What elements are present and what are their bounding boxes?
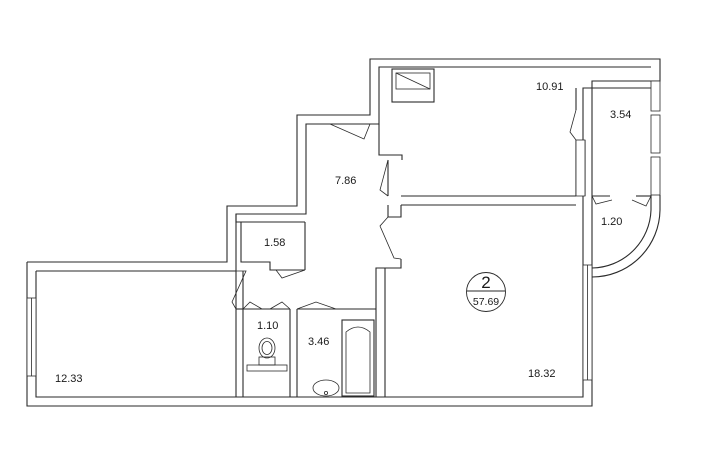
room-area-wc: 1.10 xyxy=(257,320,278,332)
room-area-living-left: 12.33 xyxy=(55,373,83,385)
kitchen-stove-top xyxy=(395,72,431,90)
room-area-loggia: 3.54 xyxy=(610,109,631,121)
toilet-icon xyxy=(246,337,288,372)
doors xyxy=(231,109,652,310)
room-area-balcony: 1.20 xyxy=(601,216,622,228)
balcony-bay xyxy=(591,195,661,278)
window-kitchen-loggia xyxy=(575,139,586,197)
outer-walls xyxy=(26,58,661,407)
room-area-corridor: 7.86 xyxy=(335,175,356,187)
room-area-storage: 1.58 xyxy=(264,237,285,249)
windows xyxy=(26,80,661,381)
apartment-badge: 2 57.69 xyxy=(466,272,506,312)
room-labels: 10.91 3.54 7.86 1.20 1.58 1.10 3.46 12.3… xyxy=(55,81,631,385)
sink xyxy=(312,379,340,397)
apartment-total-area: 57.69 xyxy=(473,296,499,308)
apartment-rooms-count: 2 xyxy=(481,273,490,292)
bathtub xyxy=(341,319,375,397)
window-loggia-1 xyxy=(650,80,661,112)
room-area-bathroom: 3.46 xyxy=(308,336,329,348)
fixtures xyxy=(246,68,435,397)
window-loggia-2 xyxy=(650,114,661,154)
room-area-kitchen: 10.91 xyxy=(536,81,564,93)
room-area-living-right: 18.32 xyxy=(528,368,556,380)
window-loggia-3 xyxy=(650,156,661,196)
interior-walls xyxy=(235,88,586,397)
